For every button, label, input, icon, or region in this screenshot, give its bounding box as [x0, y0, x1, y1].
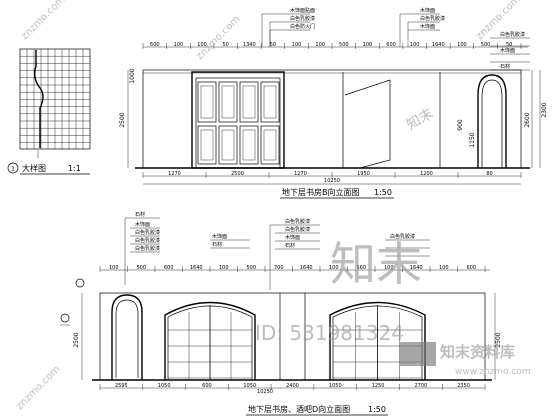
- top-note-2: 白色乳胶漆: [290, 15, 315, 22]
- detail-scale: 1:1: [68, 164, 81, 173]
- bottom-note-2: 木饰面: [135, 221, 150, 228]
- top-dim-top-2: 100: [174, 42, 184, 48]
- bottom-dim-bottom-9: 2350: [457, 383, 470, 389]
- top-note-3: 白色防火门: [290, 23, 315, 30]
- top-total-dim: 10250: [324, 178, 340, 184]
- top-dim-top-3: 100: [197, 42, 207, 48]
- bottom-note-7: 石材: [212, 241, 222, 248]
- detail-title: 大样图: [22, 163, 46, 173]
- top-height-niche: 900: [457, 119, 464, 131]
- top-elevation-title: 地下层书房B向立面图: [282, 187, 360, 197]
- bottom-note-5: 白色乳胶漆: [135, 245, 160, 252]
- bottom-note-9: 白色乳胶漆: [285, 226, 310, 233]
- top-dim-top-7: 100: [292, 42, 302, 48]
- top-elevation-scale: 1:50: [374, 188, 392, 197]
- bottom-dim-top-8: 1640: [300, 265, 313, 271]
- bottom-dim-bottom-6: 1050: [329, 383, 342, 389]
- top-dim-top-10: 100: [363, 42, 373, 48]
- bottom-dim-bottom-3: 600: [202, 383, 212, 389]
- watermark-brand: 知末: [330, 237, 422, 291]
- bottom-note-6: 木饰面: [212, 233, 227, 240]
- watermark-site: 知末资料库: [440, 343, 515, 361]
- bottom-dim-top-12: 1640: [410, 265, 423, 271]
- top-dim-top-13: 1640: [432, 42, 445, 48]
- top-dim-top-9: 500: [339, 42, 349, 48]
- watermark-diag-3: znzmo.com: [194, 14, 242, 62]
- watermark-brand-2: 知末: [404, 105, 437, 134]
- bottom-dim-top-4: 1640: [190, 265, 203, 271]
- watermark-logo: [400, 342, 436, 366]
- bottom-elevation-scale: 1:50: [368, 405, 386, 414]
- top-dim-bottom-6: 80: [486, 171, 492, 177]
- bottom-dim-top-1: 100: [109, 265, 119, 271]
- bottom-dim-top-5: 100: [219, 265, 229, 271]
- top-dim-bottom-4: 1950: [357, 171, 370, 177]
- top-small-dim-1: 1000: [129, 68, 136, 83]
- bottom-note-1: 石材: [135, 211, 145, 218]
- top-note-8: 木饰面: [500, 47, 515, 54]
- bottom-note-4: 白色乳胶漆: [135, 237, 160, 244]
- bottom-dim-top-2: 500: [136, 265, 146, 271]
- bottom-dim-top-9: 100: [329, 265, 339, 271]
- top-note-7: 白色乳胶漆: [500, 31, 525, 38]
- bottom-dim-bottom-1: 2595: [115, 383, 128, 389]
- top-dim-top-8: 100: [315, 42, 325, 48]
- top-dim-top-15: 500: [481, 42, 491, 48]
- top-dim-top-14: 100: [457, 42, 467, 48]
- top-height-right-2: 2300: [541, 102, 548, 117]
- top-dim-top-6: 50: [270, 42, 276, 48]
- bottom-dim-bottom-8: 2700: [414, 383, 427, 389]
- bottom-dim-bottom-2: 1050: [158, 383, 171, 389]
- watermark: 知末 ID: 531981324 知末资料库 www.znzmo.com znz…: [14, 0, 530, 412]
- bottom-dim-top-13: 100: [439, 265, 449, 271]
- bottom-note-3: 白色乳胶漆: [135, 229, 160, 236]
- top-dim-top-4: 50: [223, 42, 229, 48]
- detail-marker-circle: [7, 162, 19, 174]
- watermark-id: ID: 531981324: [255, 321, 404, 345]
- top-dim-bottom-1: 1270: [168, 171, 181, 177]
- bottom-dim-bottom-7: 1250: [372, 383, 385, 389]
- top-dim-bottom-2: 2500: [231, 171, 244, 177]
- watermark-diag-1: znzmo.com: [19, 0, 67, 42]
- detail-marker: 1: [11, 166, 15, 173]
- detail-drawing: 1 大样图 1:1: [7, 48, 91, 175]
- bottom-note-8: 白色乳胶漆: [285, 218, 310, 225]
- top-dim-top-5: 1340: [243, 42, 256, 48]
- top-dim-top-16: 50: [506, 42, 512, 48]
- bottom-dim-top-14: 600: [466, 265, 476, 271]
- bottom-note-11: 石材: [285, 242, 295, 249]
- top-note-6: 木饰面: [420, 23, 435, 30]
- bottom-dim-bottom-5: 2400: [286, 383, 299, 389]
- bottom-dim-top-10: 560: [356, 265, 366, 271]
- bottom-note-12: 白色乳胶漆: [390, 233, 415, 240]
- top-dim-bottom-3: 1270: [294, 171, 307, 177]
- bottom-elevation-title: 地下层书房、酒吧D向立面图: [248, 404, 350, 414]
- bottom-dim-bottom-4: 1050: [243, 383, 256, 389]
- bottom-dim-top-6: 500: [246, 265, 256, 271]
- top-dim-top-12: 100: [410, 42, 420, 48]
- top-note-9: 石材: [500, 63, 510, 70]
- top-note-1: 木饰面贴面: [290, 7, 315, 14]
- bottom-total-dim: 10250: [257, 389, 273, 395]
- bottom-dim-top-3: 600: [164, 265, 174, 271]
- top-dim-top-1: 600: [150, 42, 160, 48]
- top-note-4: 木饰面: [420, 7, 435, 14]
- bottom-dim-top-7: 700: [274, 265, 284, 271]
- top-elevation: 600 100 100 50 1340 50 100 100 500 100 600 100 1640 1…: [119, 7, 548, 199]
- top-height-niche-2: 1150: [469, 132, 476, 147]
- top-dim-bottom-5: 1200: [420, 171, 433, 177]
- top-height-right-1: 2600: [524, 112, 531, 127]
- top-note-5: 白色乳胶漆: [420, 15, 445, 22]
- bottom-note-10: 木饰面: [285, 234, 300, 241]
- bottom-dim-top-11: 100: [384, 265, 394, 271]
- top-dim-top-11: 600: [386, 42, 396, 48]
- watermark-url: www.znzmo.com: [455, 367, 530, 377]
- top-height-left: 2500: [119, 112, 126, 127]
- bottom-height-right: 2500: [495, 332, 502, 347]
- bottom-elevation: 石材 木饰面 白色乳胶漆 白色乳胶漆 白色乳胶漆 木饰面 石材 白色乳胶漆 白色…: [60, 211, 502, 416]
- bottom-height-left: 2500: [73, 332, 80, 347]
- watermark-diag-4: znzmo.com: [14, 364, 62, 412]
